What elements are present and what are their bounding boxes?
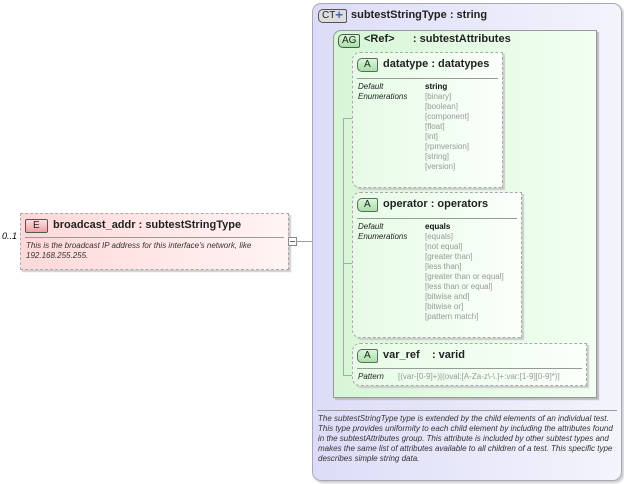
default-label: Default [358, 82, 384, 91]
occurrence-label: 0..1 [2, 231, 18, 241]
attribute-badge: A [357, 198, 378, 212]
attribute-name: var_ref [383, 349, 420, 361]
enumerations-label: Enumerations [358, 232, 408, 241]
enumeration-values: equals [equals][not equal][greater than]… [425, 222, 504, 321]
attribute-type: : datatypes [431, 58, 490, 70]
complex-type-name: subtestStringType [351, 9, 447, 21]
plus-icon: ➕︎ [335, 10, 343, 21]
enumeration-values: string [binary][boolean][component][floa… [425, 82, 470, 171]
attribute-type: : operators [430, 198, 489, 210]
pattern-value: [(var-[0-9]+)|(oval:[A-Za-z\-\.]+:var:[1… [398, 372, 560, 381]
attribute-group-badge: AG [338, 34, 361, 48]
attribute-name: operator [383, 198, 428, 210]
enumerations-label: Enumerations [358, 92, 408, 101]
attribute-var-ref[interactable]: A var_ref : varid Pattern [(var-[0-9]+)|… [352, 343, 587, 386]
attribute-type: : varid [431, 349, 465, 361]
complex-type-badge: CT➕︎ [318, 9, 347, 23]
default-label: Default [358, 222, 384, 231]
pattern-label: Pattern [358, 372, 384, 381]
element-broadcast-addr[interactable]: E broadcast_addr : subtestStringType Thi… [20, 213, 289, 270]
attribute-badge: A [357, 349, 378, 363]
element-type: : subtestStringType [138, 219, 242, 231]
attribute-group-ref: <Ref> [364, 33, 395, 45]
complex-type-documentation: The subtestStringType type is extended b… [318, 414, 613, 463]
attribute-name: datatype [383, 58, 429, 70]
element-badge: E [25, 219, 48, 233]
complex-type-base: : string [449, 9, 488, 21]
element-name: broadcast_addr [53, 219, 136, 231]
element-documentation: This is the broadcast IP address for thi… [26, 241, 252, 260]
attribute-badge: A [357, 58, 378, 72]
attribute-group-type: : subtestAttributes [412, 33, 511, 45]
